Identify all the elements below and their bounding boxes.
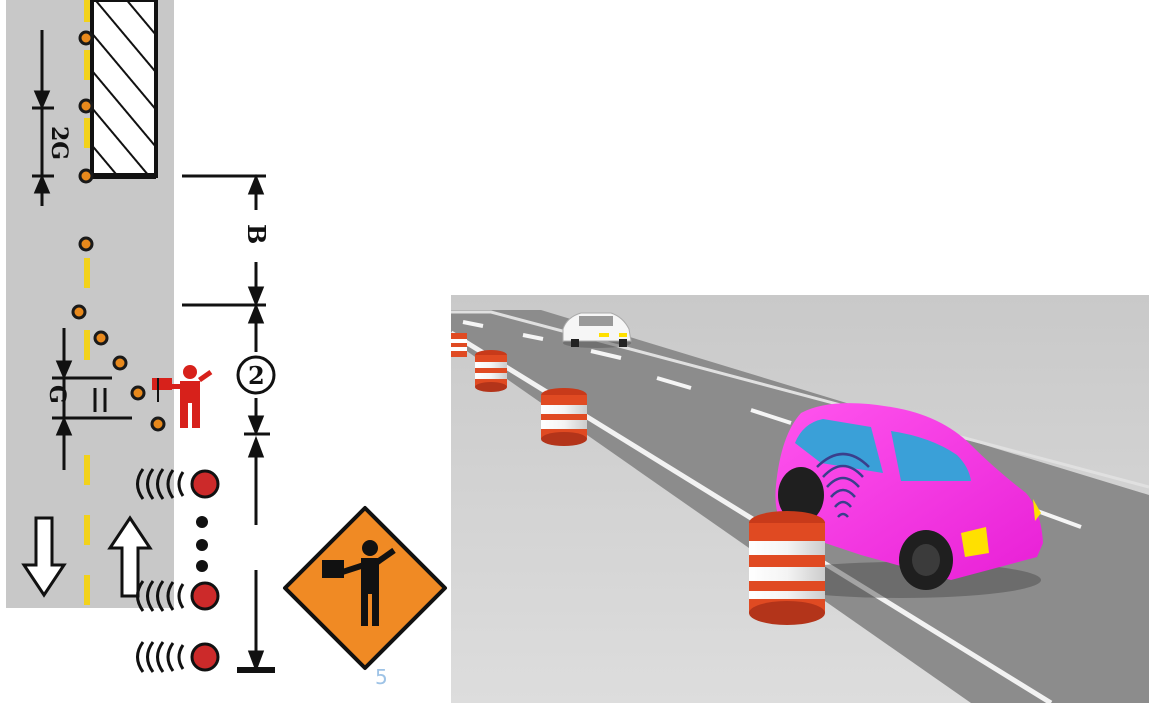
- traffic-barrel-icon: [451, 333, 467, 357]
- channelizer: [150, 416, 166, 432]
- traffic-barrel-icon: [541, 388, 587, 446]
- channelizer: [78, 98, 94, 114]
- ellipsis-dot: [196, 560, 208, 572]
- sensor-beacon-icon: [136, 468, 220, 500]
- wireless-signal-icon: [816, 452, 870, 518]
- sensor-beacon-icon: [136, 641, 220, 673]
- channelizer: [78, 236, 94, 252]
- dimension-b: [182, 173, 266, 308]
- channelizer: [130, 385, 146, 401]
- channelizer: [112, 355, 128, 371]
- sensor-beacons: [136, 468, 220, 673]
- simulation-scene: [451, 295, 1149, 703]
- label-circled-2: 2: [248, 361, 265, 390]
- label-2g: 2G: [46, 126, 72, 160]
- sensor-beacon-icon: [136, 580, 220, 612]
- ellipsis-dot: [196, 516, 208, 528]
- work-zone-diagram: 2G G B 2: [6, 0, 447, 689]
- traffic-barrel-icon: [749, 511, 825, 625]
- channelizer: [78, 168, 94, 184]
- label-b: B: [242, 224, 271, 244]
- page-number: 5: [375, 665, 388, 689]
- pink-car-icon: [761, 403, 1043, 598]
- flagger-icon: [152, 365, 213, 428]
- dimension-g: [52, 328, 132, 470]
- flagger-sign-icon: [283, 506, 447, 670]
- arrow-down-icon: [21, 516, 67, 598]
- work-area-hatch-icon: [90, 0, 158, 178]
- channelizers: [71, 30, 166, 432]
- dimension-2g: [32, 30, 54, 206]
- channelizer: [78, 30, 94, 46]
- ellipsis-dot: [196, 539, 208, 551]
- dimension-long: [237, 435, 275, 673]
- channelizer: [93, 330, 109, 346]
- channelizer: [71, 304, 87, 320]
- label-g: G: [44, 385, 70, 404]
- traffic-barrel-icon: [475, 350, 507, 392]
- white-car-icon: [562, 312, 632, 348]
- dimension-2: [236, 302, 276, 437]
